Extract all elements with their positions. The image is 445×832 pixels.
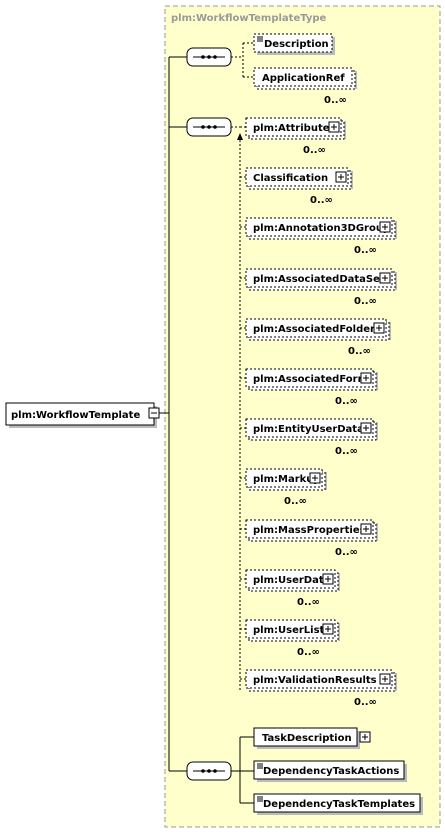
element-label: plm:UserList: [253, 625, 325, 636]
element-attribute[interactable]: plm:Attribute 0..∞: [245, 117, 346, 156]
sequence-2-connectors: [231, 126, 246, 690]
sequence-compositor-3[interactable]: [186, 761, 232, 781]
collapse-icon[interactable]: [148, 407, 160, 419]
expand-icon[interactable]: [379, 221, 391, 233]
documentation-icon: [257, 796, 263, 802]
element-massproperties[interactable]: plm:MassProperties 0..∞: [245, 519, 378, 558]
element-entityuserdata[interactable]: plm:EntityUserData 0..∞: [245, 418, 378, 457]
documentation-icon: [257, 763, 263, 769]
element-label: plm:AssociatedForm: [253, 374, 368, 385]
root-connectors: [159, 56, 187, 772]
expand-icon[interactable]: [379, 673, 391, 685]
expand-icon[interactable]: [360, 372, 372, 384]
element-associatedform[interactable]: plm:AssociatedForm 0..∞: [245, 368, 378, 407]
element-dependencytasktemplates[interactable]: DependencyTaskTemplates: [253, 793, 423, 815]
documentation-icon: [257, 36, 263, 42]
element-classification[interactable]: Classification 0..∞: [245, 167, 353, 206]
expand-icon[interactable]: [322, 573, 334, 585]
element-label: plm:Markup: [253, 474, 321, 485]
element-dependencytaskactions[interactable]: DependencyTaskActions: [253, 760, 407, 782]
element-userdata[interactable]: plm:UserData 0..∞: [245, 569, 340, 608]
element-cardinality: 0..∞: [297, 597, 320, 608]
expand-icon[interactable]: [335, 171, 347, 183]
element-cardinality: 0..∞: [284, 496, 307, 507]
element-cardinality: 0..∞: [348, 346, 371, 357]
root-element-label: plm:WorkflowTemplate: [11, 410, 140, 421]
expand-icon[interactable]: [309, 472, 321, 484]
element-cardinality: 0..∞: [303, 145, 326, 156]
type-label: plm:WorkflowTemplateType: [171, 13, 327, 24]
element-applicationref-cardinality: 0..∞: [324, 95, 347, 106]
element-description[interactable]: Description: [253, 33, 335, 55]
expand-icon[interactable]: [373, 322, 385, 334]
element-label: plm:Attribute: [253, 123, 330, 134]
element-cardinality: 0..∞: [354, 245, 377, 256]
element-cardinality: 0..∞: [354, 296, 377, 307]
element-userlist[interactable]: plm:UserList 0..∞: [245, 619, 340, 658]
element-cardinality: 0..∞: [354, 697, 377, 708]
element-dependencytaskactions-label: DependencyTaskActions: [263, 766, 399, 777]
element-label: plm:AssociatedFolder: [253, 324, 375, 335]
expand-icon[interactable]: [359, 731, 371, 743]
element-label: plm:MassProperties: [253, 525, 366, 536]
element-taskdescription[interactable]: TaskDescription: [253, 727, 371, 749]
element-cardinality: 0..∞: [297, 647, 320, 658]
element-taskdescription-label: TaskDescription: [262, 733, 352, 744]
element-associatedfolder[interactable]: plm:AssociatedFolder 0..∞: [245, 318, 391, 357]
element-cardinality: 0..∞: [335, 396, 358, 407]
sequence-compositor-2[interactable]: [186, 117, 232, 137]
sequence-2-elements: plm:Attribute0..∞Classification0..∞plm:A…: [245, 117, 397, 708]
element-label: Classification: [253, 173, 328, 184]
element-validationresults[interactable]: plm:ValidationResults 0..∞: [245, 669, 397, 708]
element-applicationref[interactable]: ApplicationRef 0..∞: [253, 67, 357, 106]
sequence-3-connectors: [231, 736, 254, 804]
expand-icon[interactable]: [379, 272, 391, 284]
element-cardinality: 0..∞: [310, 195, 333, 206]
expand-icon[interactable]: [328, 121, 340, 133]
sequence-1-connectors: [231, 42, 254, 78]
sequence-compositor-1[interactable]: [186, 47, 232, 67]
element-cardinality: 0..∞: [335, 547, 358, 558]
expand-icon[interactable]: [360, 523, 372, 535]
element-markup[interactable]: plm:Markup 0..∞: [245, 468, 327, 507]
element-label: plm:AssociatedDataSet: [253, 274, 385, 285]
element-label: plm:EntityUserData: [253, 424, 364, 435]
element-label: plm:UserData: [253, 575, 330, 586]
element-annotation3dgroup[interactable]: plm:Annotation3DGroup 0..∞: [245, 217, 397, 256]
element-cardinality: 0..∞: [335, 446, 358, 457]
element-dependencytasktemplates-label: DependencyTaskTemplates: [263, 799, 415, 810]
root-element[interactable]: plm:WorkflowTemplate: [5, 402, 160, 428]
element-associateddataset[interactable]: plm:AssociatedDataSet 0..∞: [245, 268, 397, 307]
element-description-label: Description: [264, 39, 329, 50]
expand-icon[interactable]: [360, 422, 372, 434]
element-applicationref-label: ApplicationRef: [262, 73, 345, 84]
element-label: plm:Annotation3DGroup: [253, 223, 390, 234]
expand-icon[interactable]: [322, 623, 334, 635]
element-label: plm:ValidationResults: [253, 675, 377, 686]
